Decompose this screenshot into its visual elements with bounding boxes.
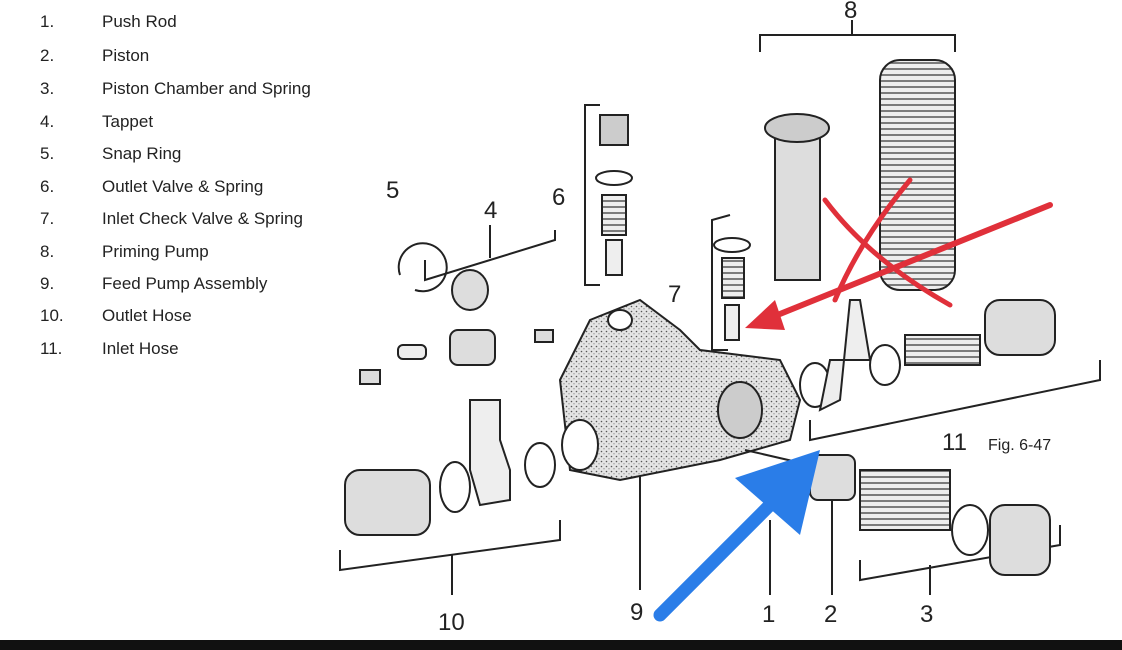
tappet <box>449 329 496 366</box>
red-arrow <box>745 202 1053 330</box>
priming-pump-plunger <box>774 129 821 281</box>
blue-arrow <box>653 450 820 622</box>
bracket-4 <box>424 230 556 282</box>
callout-5: 5 <box>386 177 399 204</box>
bracket-11 <box>809 360 1101 442</box>
body-port-right <box>717 381 763 439</box>
body-port-left <box>561 419 599 471</box>
callout-11: 11 <box>942 429 967 456</box>
bracket-7 <box>711 214 731 351</box>
callout-8: 8 <box>844 0 857 24</box>
outlet-valve-cap <box>599 114 629 146</box>
callout-7: 7 <box>668 281 681 308</box>
priming-pump-boot <box>879 59 956 291</box>
bracket-10 <box>339 520 561 572</box>
outlet-hose-fitting <box>469 399 511 507</box>
piston-spring <box>859 469 951 531</box>
tappet-roller <box>451 269 489 311</box>
bracket-6 <box>584 104 600 286</box>
bottom-bar <box>0 640 1122 650</box>
callout-9: 9 <box>630 599 643 626</box>
callout-4: 4 <box>484 197 497 224</box>
bracket-8 <box>759 34 956 52</box>
callout-3: 3 <box>920 601 933 628</box>
outlet-banjo-bolt <box>344 469 431 536</box>
snap-ring <box>397 242 448 293</box>
callout-10: 10 <box>438 609 465 636</box>
callout-6: 6 <box>552 184 565 211</box>
bracket-3 <box>859 525 1061 582</box>
callout-1: 1 <box>762 601 775 628</box>
callout-2: 2 <box>824 601 837 628</box>
figure-label: Fig. 6-47 <box>988 437 1051 454</box>
piston-chamber-cap <box>989 504 1051 576</box>
inlet-banjo-bolt <box>984 299 1056 356</box>
inlet-hose-fitting <box>818 299 872 412</box>
